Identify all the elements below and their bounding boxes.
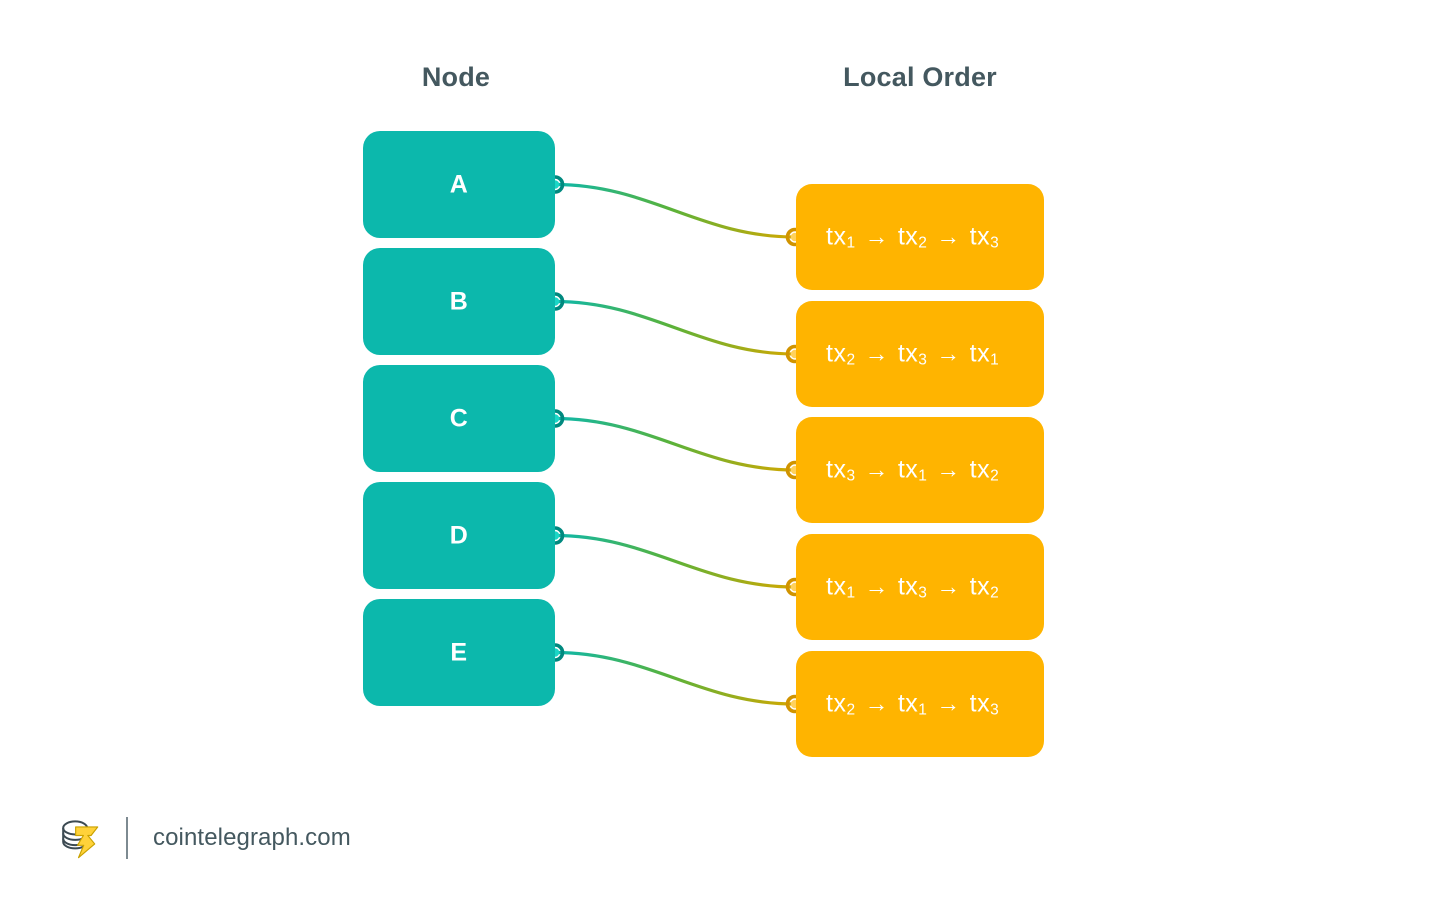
connector-curve — [553, 533, 797, 589]
footer-divider — [126, 817, 128, 859]
connector-curve — [553, 182, 797, 239]
arrow-icon: → — [936, 690, 961, 718]
arrow-icon: → — [864, 223, 889, 251]
order-sequence: tx1 → tx2 → tx3 — [826, 223, 999, 252]
tx-term: tx2 — [969, 572, 1000, 602]
node-box-e[interactable]: E — [363, 599, 555, 706]
tx-term: tx2 — [826, 689, 856, 719]
tx-term: tx1 — [897, 455, 928, 485]
order-box-e[interactable]: tx2 → tx1 → tx3 — [796, 651, 1044, 757]
node-label: C — [449, 404, 469, 432]
arrow-icon: → — [936, 573, 961, 601]
arrow-icon: → — [936, 223, 961, 251]
column-heading-local-order: Local Order — [843, 62, 997, 92]
footer-site-url: cointelegraph.com — [153, 824, 351, 851]
node-label: A — [449, 170, 469, 198]
node-box-c[interactable]: C — [363, 365, 555, 472]
tx-term: tx3 — [897, 572, 928, 602]
arrow-icon: → — [864, 573, 889, 601]
order-box-b[interactable]: tx2 → tx3 → tx1 — [796, 301, 1044, 407]
tx-term: tx1 — [826, 222, 856, 252]
order-box-c[interactable]: tx3 → tx1 → tx2 — [796, 417, 1044, 523]
arrow-icon: → — [864, 456, 889, 484]
tx-term: tx3 — [969, 689, 1000, 719]
tx-term: tx3 — [969, 222, 1000, 252]
node-box-b[interactable]: B — [363, 248, 555, 355]
connector-curve — [553, 299, 797, 356]
tx-term: tx1 — [897, 689, 928, 719]
order-box-d[interactable]: tx1 → tx3 → tx2 — [796, 534, 1044, 640]
cointelegraph-logo-icon — [62, 820, 99, 859]
order-box-a[interactable]: tx1 → tx2 → tx3 — [796, 184, 1044, 290]
tx-term: tx1 — [826, 572, 856, 602]
node-box-a[interactable]: A — [363, 131, 555, 238]
order-sequence: tx2 → tx3 → tx1 — [826, 340, 999, 369]
connector-curve — [553, 650, 797, 706]
footer-branding: cointelegraph.com — [56, 812, 351, 864]
node-label: B — [449, 287, 469, 315]
tx-term: tx2 — [897, 222, 928, 252]
arrow-icon: → — [936, 456, 961, 484]
node-box-d[interactable]: D — [363, 482, 555, 589]
tx-term: tx1 — [969, 339, 1000, 369]
order-sequence: tx3 → tx1 → tx2 — [826, 456, 999, 485]
tx-term: tx3 — [826, 455, 856, 485]
arrow-icon: → — [864, 690, 889, 718]
tx-term: tx3 — [897, 339, 928, 369]
connector-curve — [553, 416, 797, 472]
arrow-icon: → — [864, 340, 889, 368]
node-label: E — [450, 638, 468, 666]
column-heading-node: Node — [421, 62, 491, 92]
order-sequence: tx1 → tx3 → tx2 — [826, 573, 999, 602]
arrow-icon: → — [936, 340, 961, 368]
node-label: D — [449, 521, 469, 549]
tx-term: tx2 — [826, 339, 856, 369]
order-sequence: tx2 → tx1 → tx3 — [826, 690, 999, 719]
tx-term: tx2 — [969, 455, 1000, 485]
